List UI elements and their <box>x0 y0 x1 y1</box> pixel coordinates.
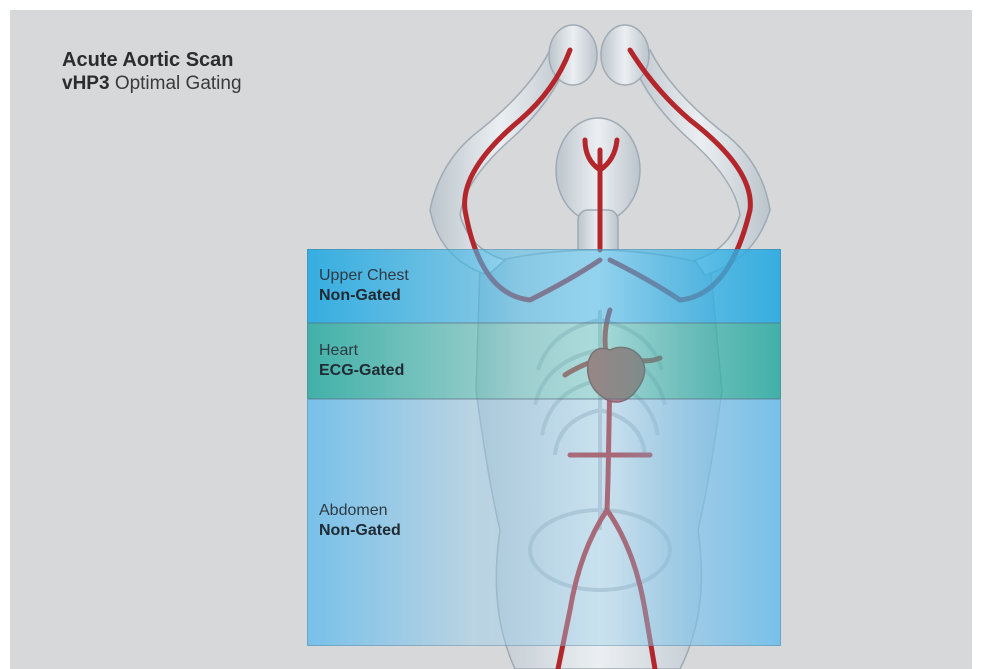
zone-region: Heart <box>319 341 404 361</box>
zone-abdomen: Abdomen Non-Gated <box>307 399 781 646</box>
zone-region: Upper Chest <box>319 266 409 286</box>
zone-upper-chest: Upper Chest Non-Gated <box>307 249 781 323</box>
zone-region: Abdomen <box>319 501 401 521</box>
page-title: Acute Aortic Scan <box>62 48 242 72</box>
zone-label: Heart ECG-Gated <box>319 341 404 381</box>
zone-label: Upper Chest Non-Gated <box>319 266 409 306</box>
zone-gating: Non-Gated <box>319 521 401 541</box>
subtitle-text: Optimal Gating <box>115 73 242 94</box>
zone-gating: Non-Gated <box>319 286 409 306</box>
subtitle-model: vHP3 <box>62 73 110 94</box>
zone-heart: Heart ECG-Gated <box>307 323 781 399</box>
zone-label: Abdomen Non-Gated <box>319 501 401 541</box>
zone-gating: ECG-Gated <box>319 361 404 381</box>
page-subtitle: vHP3 Optimal Gating <box>62 72 242 96</box>
illustration-canvas: Acute Aortic Scan vHP3 Optimal Gating Up… <box>10 10 972 669</box>
title-block: Acute Aortic Scan vHP3 Optimal Gating <box>62 48 242 96</box>
